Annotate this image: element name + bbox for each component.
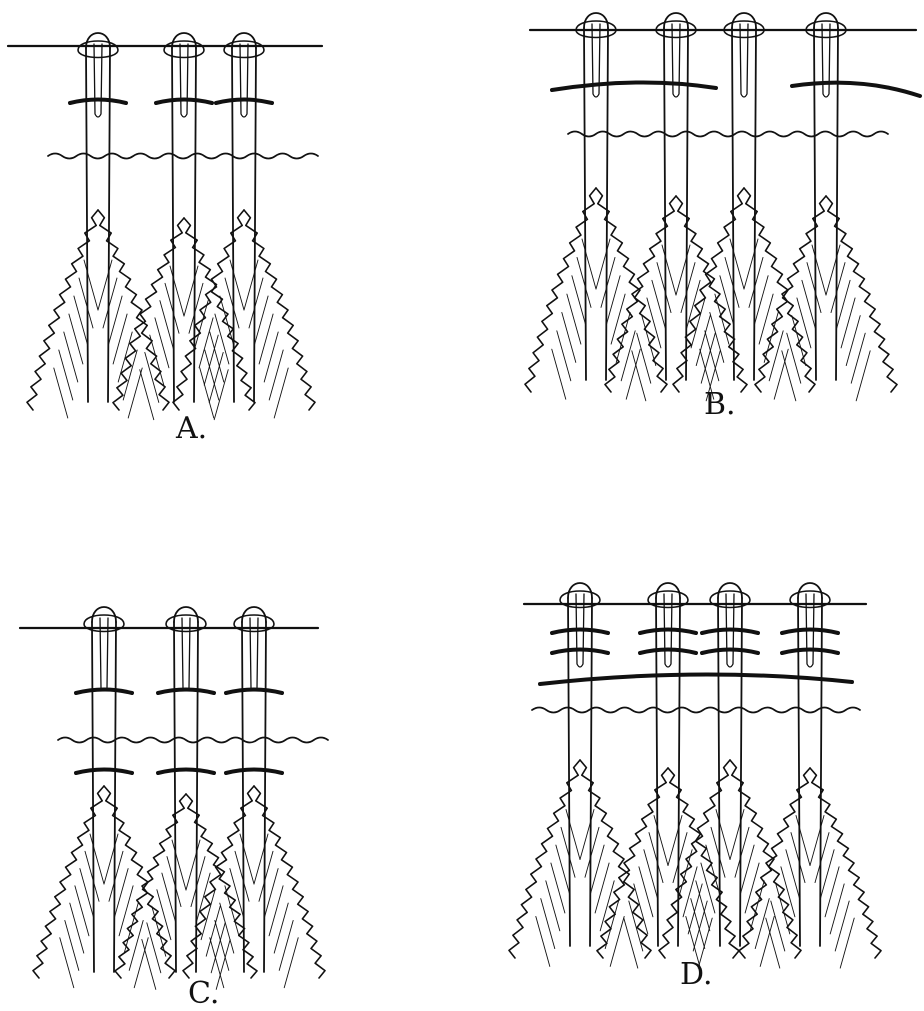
quill-slit: [672, 24, 680, 97]
short-wrap: [782, 650, 838, 654]
quill-slit: [822, 24, 830, 97]
twined-cord: [48, 154, 318, 159]
panel-a: [8, 33, 322, 420]
panel-b: [525, 13, 920, 401]
short-wrap: [76, 770, 132, 774]
short-wrap: [216, 100, 272, 104]
panel-a-label: A.: [175, 411, 207, 446]
short-wrap: [158, 770, 214, 774]
short-wrap: [782, 630, 838, 634]
quill-shaft-right: [606, 28, 608, 380]
short-wrap: [70, 100, 126, 104]
short-wrap: [226, 770, 282, 774]
quill-shaft-left: [92, 622, 94, 972]
cord-wrap: [224, 41, 264, 58]
long-cord: [792, 83, 920, 96]
short-wrap: [226, 690, 282, 694]
panel-d-label: D.: [680, 957, 713, 992]
short-wrap: [158, 690, 214, 694]
quill-shaft-right: [754, 28, 756, 380]
short-wrap: [156, 100, 212, 104]
cord-wrap: [164, 41, 204, 58]
quill-shaft-left: [664, 28, 666, 380]
quill-shaft-left: [732, 28, 734, 380]
twined-cord: [58, 738, 328, 743]
short-wrap: [640, 630, 696, 634]
quill-shaft-right: [114, 622, 116, 972]
panel-d: [509, 583, 881, 968]
short-wrap: [640, 650, 696, 654]
short-wrap: [702, 630, 758, 634]
quill-shaft-left: [174, 622, 176, 972]
short-wrap: [702, 650, 758, 654]
cord-wrap: [78, 41, 118, 58]
panel-b-label: B.: [704, 387, 736, 422]
quill-shaft-left: [814, 28, 816, 380]
short-wrap: [552, 630, 608, 634]
long-cord: [552, 82, 716, 90]
panel-c: [20, 607, 328, 989]
quill-shaft-left: [584, 28, 586, 380]
quill-shaft-right: [264, 622, 266, 972]
quill-slit: [740, 24, 748, 97]
panel-c-label: C.: [188, 976, 219, 1011]
twined-cord: [532, 708, 860, 713]
quill-shaft-right: [686, 28, 688, 380]
quill-slit: [240, 44, 248, 117]
quill-slit: [94, 44, 102, 117]
quill-shaft-right: [196, 622, 198, 972]
long-cord: [540, 674, 852, 684]
short-wrap: [76, 690, 132, 694]
quill-shaft-left: [242, 622, 244, 972]
twined-cord: [568, 132, 888, 137]
short-wrap: [552, 650, 608, 654]
quill-slit: [180, 44, 188, 117]
